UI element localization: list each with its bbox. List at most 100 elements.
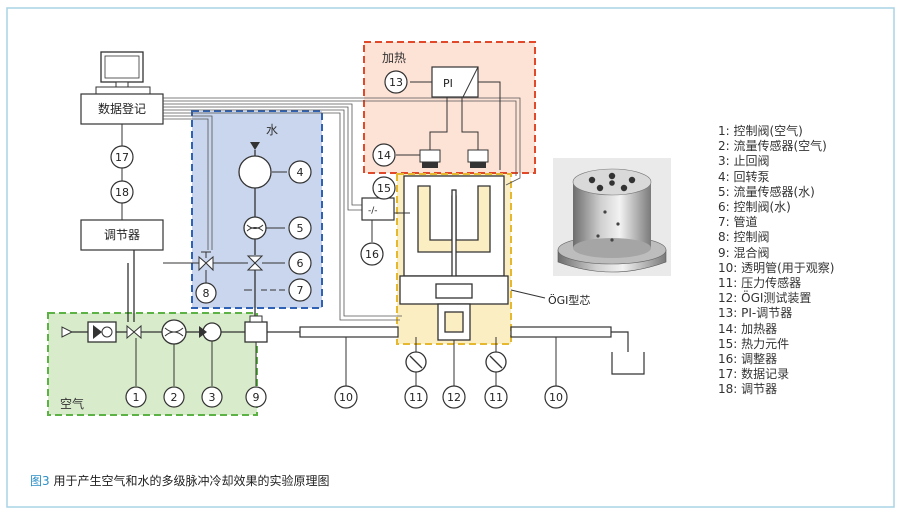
node-2 — [163, 386, 185, 408]
node-11-left — [404, 385, 428, 409]
ogi-test-device — [399, 175, 509, 341]
ogi-core-photo — [553, 158, 671, 276]
node-6-label: 6 — [297, 257, 304, 270]
node-15-label: 15 — [377, 182, 391, 195]
legend-item: 3: 止回阀 — [718, 154, 770, 169]
node-4-label: 4 — [297, 166, 304, 179]
node-13 — [384, 70, 408, 94]
node-17 — [110, 145, 134, 169]
legend-item: 9: 混合阀 — [718, 245, 770, 260]
pressure-gauge-left-icon — [405, 337, 427, 373]
legend-item: 12: ÖGI测试装置 — [718, 291, 812, 306]
node-12 — [442, 385, 466, 409]
legend-item: 18: 调节器 — [718, 382, 778, 397]
legend-item: 8: 控制阀 — [718, 230, 770, 245]
node-7-label: 7 — [297, 284, 304, 297]
legend-item: 6: 控制阀(水) — [718, 200, 791, 215]
heater-wiring — [429, 81, 501, 170]
node-14 — [372, 143, 396, 167]
legend-item: 15: 热力元件 — [718, 336, 790, 351]
legend-item: 5: 流量传感器(水) — [718, 184, 815, 199]
legend-item: 11: 压力传感器 — [718, 276, 802, 291]
node-5 — [288, 216, 312, 240]
adjuster-box — [361, 197, 395, 221]
heater-elements — [419, 149, 489, 168]
node-7 — [288, 278, 312, 302]
pi-label: PI — [443, 77, 453, 90]
numbered-leaders — [135, 171, 557, 386]
flow-sensor-water-icon — [246, 224, 264, 229]
node-8-label: 8 — [203, 287, 210, 300]
node-12-label: 12 — [447, 391, 461, 404]
water-inlet-icon — [250, 142, 260, 150]
node-18 — [110, 180, 134, 204]
node-9-label: 9 — [253, 391, 260, 404]
node-15 — [372, 176, 396, 200]
node-8 — [195, 282, 217, 304]
data-logger-label: 数据登记 — [98, 101, 146, 116]
core-label: ÖGI型芯 — [548, 293, 590, 307]
numbered-labels: 1 2 3 4 5 6 7 8 9 10 11 12 13 14 15 16 1… — [115, 76, 563, 404]
node-10-right-label: 10 — [549, 391, 563, 404]
node-6 — [288, 251, 312, 275]
node-11-right-label: 11 — [489, 391, 503, 404]
figure-caption: 图3 用于产生空气和水的多级脉冲冷却效果的实验原理图 — [30, 472, 329, 489]
node-2-label: 2 — [171, 391, 178, 404]
air-inlet-icon — [61, 326, 74, 338]
flow-sensor-water-inner — [246, 227, 264, 232]
node-3 — [201, 386, 223, 408]
air-zone-label: 空气 — [60, 396, 84, 411]
figure-number: 图3 — [30, 474, 50, 488]
legend-item: 4: 回转泵 — [718, 169, 770, 184]
node-13-label: 13 — [389, 76, 403, 89]
regulator-box — [80, 219, 164, 251]
legend-item: 13: PI-调节器 — [718, 306, 793, 321]
node-11-right — [484, 385, 508, 409]
node-11-left-label: 11 — [409, 391, 423, 404]
pressure-gauge-right-icon — [485, 337, 507, 373]
legend-item: 1: 控制阀(空气) — [718, 124, 803, 138]
legend-item: 17: 数据记录 — [718, 367, 790, 382]
legend-item: 14: 加热器 — [718, 321, 778, 336]
node-17-label: 17 — [115, 151, 129, 164]
node-10-left — [334, 385, 358, 409]
filter-dial — [101, 326, 113, 338]
numbered-circles — [110, 70, 568, 409]
main-pipe — [267, 326, 645, 375]
core-leader — [510, 289, 546, 299]
legend: 1: 控制阀(空气) 2: 流量传感器(空气) 3: 止回阀 4: 回转泵 5:… — [718, 124, 835, 398]
node-9 — [245, 386, 267, 408]
node-3-label: 3 — [209, 391, 216, 404]
adjuster-symbol: -/- — [368, 206, 378, 216]
node-10-left-label: 10 — [339, 391, 353, 404]
flow-sensor-air-inner — [164, 331, 184, 337]
signal-lines — [163, 97, 521, 321]
node-1-label: 1 — [133, 391, 140, 404]
legend-item: 10: 透明管(用于观察) — [718, 260, 835, 275]
legend-item: 7: 管道 — [718, 215, 758, 230]
outer-border — [6, 7, 895, 508]
legend-item: 16: 调整器 — [718, 352, 778, 367]
legend-item: 2: 流量传感器(空气) — [718, 139, 827, 154]
node-16-label: 16 — [365, 248, 379, 261]
control-valve-water-icon — [246, 255, 264, 271]
node-18-label: 18 — [115, 186, 129, 199]
data-logger-box — [80, 93, 164, 125]
node-4 — [288, 160, 312, 184]
pi-controller-box — [431, 66, 479, 98]
pi-diagonal — [462, 66, 479, 98]
computer-icon — [95, 51, 151, 95]
node-10-right — [544, 385, 568, 409]
water-zone — [191, 110, 323, 309]
node-16 — [360, 242, 384, 266]
heating-zone-label: 加热 — [382, 51, 406, 65]
control-valve-air-icon — [126, 324, 142, 340]
filter-icon — [93, 325, 102, 339]
node-14-label: 14 — [377, 149, 391, 162]
figure-caption-text: 用于产生空气和水的多级脉冲冷却效果的实验原理图 — [53, 474, 330, 488]
regulator-label: 调节器 — [104, 228, 140, 242]
node-1 — [125, 386, 147, 408]
node-5-label: 5 — [297, 222, 304, 235]
